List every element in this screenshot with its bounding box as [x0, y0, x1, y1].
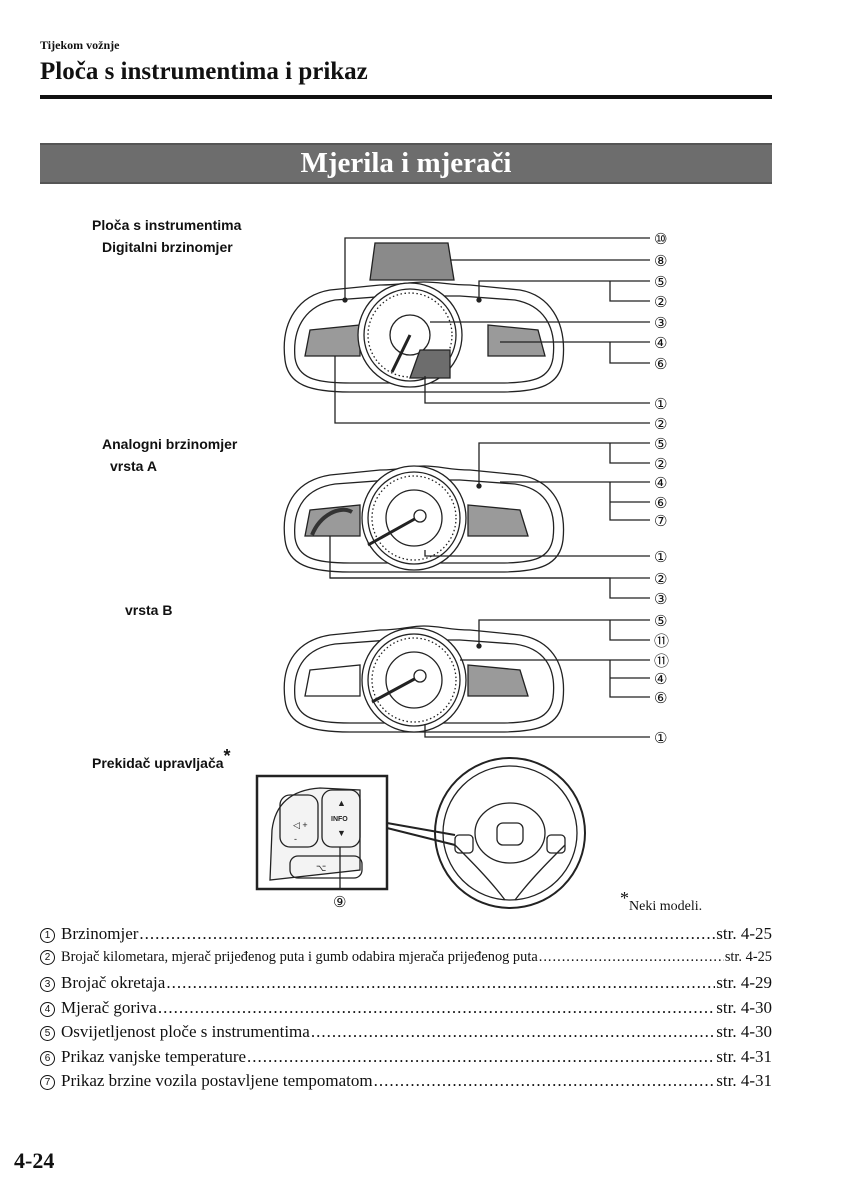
info-button-label: INFO — [331, 816, 348, 823]
item-page-ref: str. 4-30 — [716, 1022, 772, 1041]
item-page-ref: str. 4-25 — [724, 948, 772, 965]
callout-b-1: ① — [654, 730, 667, 747]
dot-leader — [311, 1022, 715, 1042]
dot-leader — [374, 1071, 716, 1091]
callout-a-1: ① — [654, 549, 667, 566]
callout-numbers: ⑩ ⑧ ⑤ ② ③ ④ ⑥ ① ② ⑤ ② ④ ⑥ ⑦ ① ② ③ ⑤ ⑪ ⑪ … — [333, 231, 669, 911]
item-text: Brzinomjer — [61, 924, 139, 943]
dot-leader — [166, 973, 715, 993]
item-number: 5 — [40, 1026, 55, 1041]
analog-cluster-type-a — [283, 442, 650, 599]
item-text: Osvijetljenost ploče s instrumentima — [61, 1022, 310, 1041]
item-number: 7 — [40, 1075, 55, 1090]
callout-b-5: ⑤ — [654, 613, 667, 630]
item-text: Prikaz vanjske temperature — [61, 1046, 247, 1066]
arrow-down-icon: ▼ — [337, 828, 346, 838]
list-item: 4 Mjerač goriva str. 4-30 — [40, 998, 772, 1023]
callout-b-11b: ⑪ — [654, 653, 669, 670]
label-type-b: vrsta B — [125, 602, 173, 618]
page-title: Ploča s instrumentima i prikaz — [40, 58, 368, 85]
callout-digital-5: ⑤ — [654, 274, 667, 291]
analog-cluster-type-b — [283, 619, 650, 738]
steering-switch-illustration — [255, 757, 586, 909]
list-item: 5 Osvijetljenost ploče s instrumentima s… — [40, 1022, 772, 1047]
page-number: 4-24 — [14, 1148, 55, 1173]
dot-leader — [539, 949, 724, 966]
list-item: 7 Prikaz brzine vozila postavljene tempo… — [40, 1071, 772, 1096]
callout-digital-2b: ② — [654, 416, 667, 433]
callout-digital-10: ⑩ — [654, 231, 667, 248]
label-instrument-panel: Ploča s instrumentima — [92, 217, 242, 233]
callout-a-6: ⑥ — [654, 495, 667, 512]
asterisk-mark: * — [223, 746, 231, 766]
breadcrumb: Tijekom vožnje — [40, 38, 120, 52]
item-number: 1 — [40, 928, 55, 943]
voice-command-icon: ⌥ — [316, 863, 326, 873]
callout-switch-9: ⑨ — [333, 894, 346, 911]
callout-a-3: ③ — [654, 591, 667, 608]
callout-a-2: ② — [654, 456, 667, 473]
volume-up-icon: ◁ + — [293, 820, 308, 830]
item-text: Mjerač goriva — [61, 997, 157, 1017]
section-banner: Mjerila i mjerači — [40, 143, 772, 184]
item-text: Brojač okretaja — [61, 973, 166, 992]
callout-digital-4: ④ — [654, 335, 667, 352]
digital-cluster — [283, 237, 650, 424]
item-text: Brojač kilometara, mjerač prijeđenog put… — [61, 948, 538, 965]
item-page-ref: str. 4-30 — [716, 997, 772, 1017]
callout-digital-8: ⑧ — [654, 253, 667, 270]
item-page-ref: str. 4-29 — [716, 973, 772, 992]
footnote-text: Neki modeli. — [629, 899, 703, 914]
footnote-some-models: *Neki modeli. — [620, 888, 703, 915]
list-item: 1 Brzinomjer str. 4-25 — [40, 924, 772, 949]
list-item: 6 Prikaz vanjske temperature str. 4-31 — [40, 1047, 772, 1072]
callout-digital-6: ⑥ — [654, 356, 667, 373]
dot-leader — [158, 998, 715, 1018]
item-number: 4 — [40, 1001, 55, 1017]
arrow-up-icon: ▲ — [337, 798, 346, 808]
item-page-ref: str. 4-31 — [716, 1046, 772, 1066]
dot-leader — [247, 1047, 715, 1067]
item-text: Prikaz brzine vozila postavljene tempoma… — [61, 1071, 373, 1090]
item-page-ref: str. 4-25 — [716, 924, 772, 943]
callout-digital-2: ② — [654, 294, 667, 311]
callout-digital-3: ③ — [654, 315, 667, 332]
instrument-cluster-illustration: ◁ + ‑ ▲ INFO ▼ ⌥ ⑩ ⑧ ⑤ ② ③ ④ ⑥ ① ② ⑤ ② ④… — [255, 231, 669, 911]
callout-a-2b: ② — [654, 571, 667, 588]
label-type-a: vrsta A — [110, 458, 157, 474]
footnote-asterisk: * — [620, 888, 629, 908]
callout-a-4: ④ — [654, 475, 667, 492]
title-rule — [40, 95, 772, 99]
component-reference-list: 1 Brzinomjer str. 4-25 2 Brojač kilometa… — [40, 924, 772, 1096]
item-number: 3 — [40, 977, 55, 992]
callout-a-7: ⑦ — [654, 513, 667, 530]
volume-down-icon: ‑ — [294, 834, 297, 844]
callout-b-6: ⑥ — [654, 690, 667, 707]
callout-digital-1: ① — [654, 396, 667, 413]
dot-leader — [139, 924, 715, 944]
label-digital-speedometer: Digitalni brzinomjer — [102, 239, 233, 255]
item-number: 6 — [40, 1050, 55, 1066]
list-item: 3 Brojač okretaja str. 4-29 — [40, 973, 772, 998]
item-number: 2 — [40, 949, 55, 965]
callout-b-4: ④ — [654, 671, 667, 688]
label-steering-switch-text: Prekidač upravljača — [92, 755, 224, 771]
list-item: 2 Brojač kilometara, mjerač prijeđenog p… — [40, 949, 772, 974]
callout-b-11: ⑪ — [654, 633, 669, 650]
item-page-ref: str. 4-31 — [716, 1071, 772, 1090]
label-analog-speedometer: Analogni brzinomjer — [102, 436, 238, 452]
callout-a-5: ⑤ — [654, 436, 667, 453]
label-steering-switch: Prekidač upravljača* — [92, 746, 231, 773]
